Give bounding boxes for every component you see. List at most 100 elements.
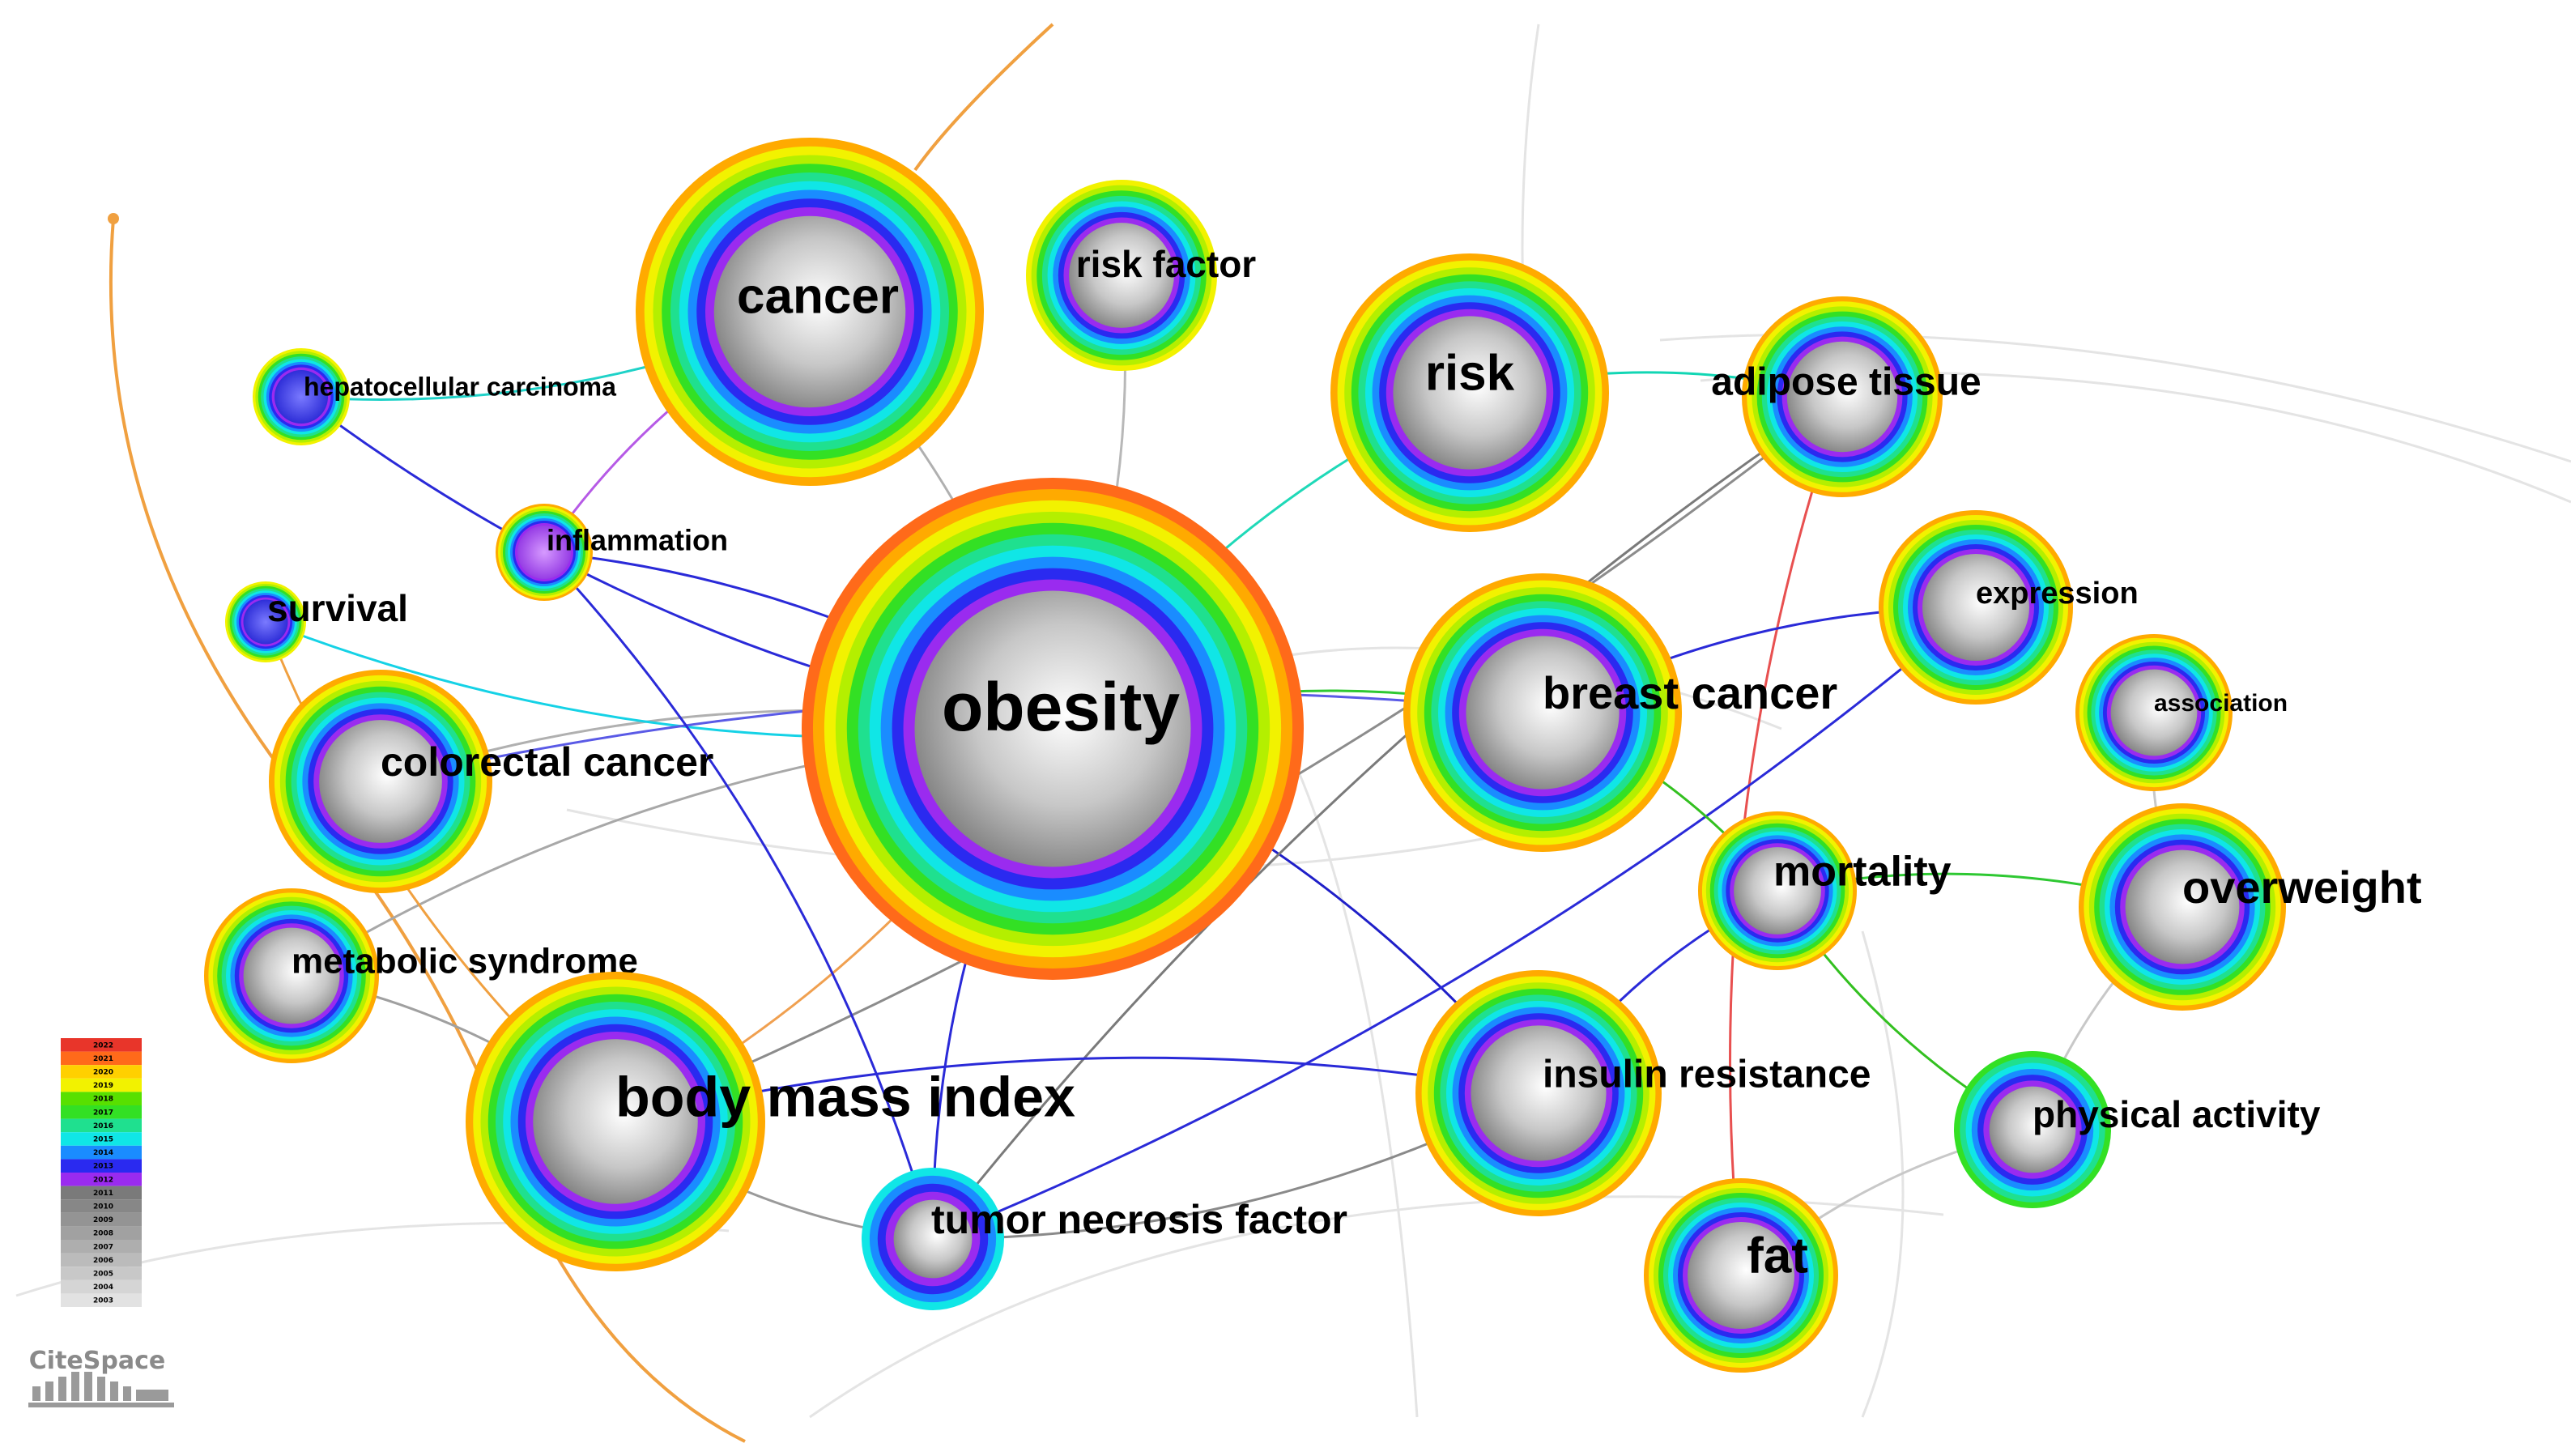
legend-year-2017: 2017	[93, 1109, 113, 1117]
node-label: metabolic syndrome	[292, 942, 638, 981]
node-core	[1786, 341, 1898, 453]
legend-swatch-2005	[61, 1267, 142, 1280]
node-expression[interactable]: expression	[1879, 510, 2139, 705]
orange-link-left	[109, 218, 746, 1443]
legend-swatch-2022	[61, 1038, 142, 1052]
legend-swatch-2006	[61, 1253, 142, 1267]
orange-link-top	[913, 23, 1054, 172]
legend-year-2016: 2016	[93, 1122, 113, 1130]
node-core	[533, 1039, 698, 1204]
legend-swatch-2018	[61, 1092, 142, 1105]
legend-year-2022: 2022	[93, 1041, 113, 1049]
node-label: risk factor	[1076, 243, 1257, 285]
node-core	[1393, 316, 1547, 470]
node-hepatocellular-carcinoma[interactable]: hepatocellular carcinoma	[253, 348, 616, 445]
isolated-node-dot	[108, 213, 119, 224]
node-label: overweight	[2182, 862, 2422, 913]
node-obesity[interactable]: obesity	[802, 478, 1304, 980]
citespace-logo: CiteSpace	[28, 1347, 174, 1407]
legend-swatch-2014	[61, 1145, 142, 1160]
legend-year-2004: 2004	[93, 1284, 113, 1292]
node-physical-activity[interactable]: physical activity	[1954, 1051, 2321, 1208]
node-core	[1688, 1222, 1794, 1329]
legend-year-2015: 2015	[93, 1136, 113, 1144]
year-color-legend: 2022202120202019201820172016201520142013…	[61, 1038, 142, 1307]
node-insulin-resistance[interactable]: insulin resistance	[1415, 970, 1871, 1216]
node-tumor-necrosis-factor[interactable]: tumor necrosis factor	[862, 1168, 1347, 1310]
brand-name: CiteSpace	[29, 1347, 165, 1375]
legend-year-2009: 2009	[93, 1216, 113, 1224]
legend-year-2014: 2014	[93, 1149, 113, 1157]
legend-year-2011: 2011	[93, 1190, 113, 1198]
node-adipose-tissue[interactable]: adipose tissue	[1711, 296, 1981, 497]
node-label: association	[2154, 690, 2288, 717]
legend-year-2012: 2012	[93, 1176, 113, 1184]
node-label: survival	[267, 587, 408, 629]
node-core	[319, 720, 442, 843]
node-layer: obesity cancer risk factor risk adipose tiss…	[204, 138, 2422, 1373]
node-label: breast cancer	[1543, 667, 1837, 718]
node-core	[1734, 847, 1821, 934]
node-risk-factor[interactable]: risk factor	[1026, 180, 1256, 371]
edge-adipose_tissue-tumor_necrosis_factor	[931, 395, 1843, 1240]
edge-expression-tumor_necrosis_factor	[932, 606, 1977, 1241]
node-label: mortality	[1773, 849, 1952, 896]
node-label: cancer	[737, 268, 899, 324]
legend-swatch-2019	[61, 1078, 142, 1092]
node-core	[893, 1199, 973, 1279]
node-core	[2125, 849, 2240, 964]
legend-swatch-2009	[61, 1212, 142, 1227]
node-core	[1989, 1086, 2076, 1173]
node-colorectal-cancer[interactable]: colorectal cancer	[269, 670, 713, 893]
node-label: obesity	[942, 669, 1180, 745]
legend-year-2013: 2013	[93, 1163, 113, 1171]
node-core	[1471, 1025, 1607, 1161]
legend-swatch-2003	[61, 1293, 142, 1307]
legend-swatch-2015	[61, 1132, 142, 1146]
node-core	[2110, 669, 2198, 756]
node-label: hepatocellular carcinoma	[304, 372, 616, 401]
legend-year-2018: 2018	[93, 1096, 113, 1104]
legend-year-2006: 2006	[93, 1257, 113, 1265]
node-label: tumor necrosis factor	[931, 1197, 1347, 1242]
legend-swatch-2016	[61, 1118, 142, 1133]
node-label: risk	[1425, 345, 1515, 401]
node-label: body mass index	[615, 1065, 1075, 1128]
node-label: fat	[1747, 1228, 1808, 1284]
node-core	[517, 526, 571, 579]
legend-swatch-2011	[61, 1186, 142, 1200]
node-core	[243, 927, 340, 1024]
node-core	[914, 590, 1191, 867]
node-metabolic-syndrome[interactable]: metabolic syndrome	[204, 888, 638, 1063]
node-survival[interactable]: survival	[225, 581, 408, 662]
node-risk[interactable]: risk	[1330, 253, 1609, 532]
node-fat[interactable]: fat	[1644, 1178, 1838, 1373]
node-core	[1922, 554, 2029, 661]
node-body-mass-index[interactable]: body mass index	[466, 972, 1075, 1271]
node-core	[275, 370, 328, 424]
legend-year-2008: 2008	[93, 1230, 113, 1238]
node-label: colorectal cancer	[381, 739, 713, 785]
node-inflammation[interactable]: inflammation	[496, 504, 728, 601]
node-association[interactable]: association	[2075, 634, 2288, 791]
legend-swatch-2012	[61, 1173, 142, 1186]
node-label: physical activity	[2033, 1093, 2321, 1135]
node-core	[1069, 223, 1174, 328]
legend-swatch-2017	[61, 1105, 142, 1119]
legend-swatch-2021	[61, 1051, 142, 1066]
legend-swatch-2010	[61, 1199, 142, 1213]
legend-swatch-2004	[61, 1279, 142, 1294]
node-cancer[interactable]: cancer	[636, 138, 984, 486]
legend-year-2019: 2019	[93, 1082, 113, 1090]
legend-year-2003: 2003	[93, 1297, 113, 1305]
node-breast-cancer[interactable]: breast cancer	[1403, 573, 1837, 852]
edge-inflammation-tumor_necrosis_factor	[543, 551, 934, 1240]
node-core	[1466, 636, 1620, 790]
legend-swatch-2013	[61, 1159, 142, 1173]
legend-year-2020: 2020	[93, 1069, 113, 1077]
node-mortality[interactable]: mortality	[1698, 811, 1952, 970]
legend-year-2007: 2007	[93, 1243, 113, 1251]
node-overweight[interactable]: overweight	[2079, 803, 2422, 1011]
